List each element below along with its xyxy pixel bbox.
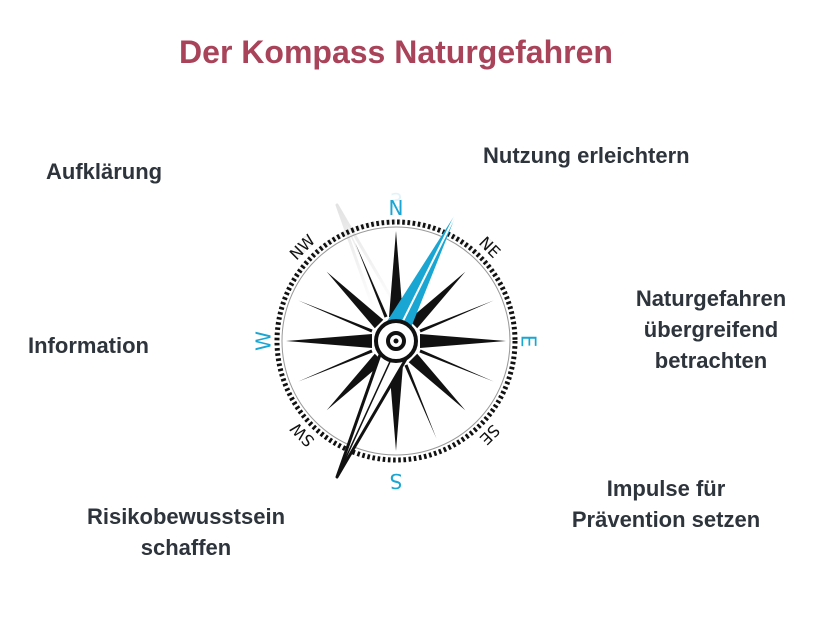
label-aufklaerung: Aufklärung xyxy=(46,159,163,184)
compass-n: N xyxy=(389,462,404,486)
compass-ray xyxy=(420,334,506,348)
compass-w: W xyxy=(252,331,276,351)
compass-ray xyxy=(408,271,466,329)
compass-rose-icon: N S E W NE SE SW NW xyxy=(252,196,541,491)
page-title: Der Kompass Naturgefahren xyxy=(179,34,613,70)
compass-ray xyxy=(419,300,494,333)
label-nutzung-erleichtern: Nutzung erleichtern xyxy=(483,143,690,168)
compass-needle xyxy=(335,209,459,479)
compass-ray xyxy=(389,231,403,317)
compass-ray xyxy=(355,243,388,318)
compass-ray xyxy=(419,349,494,382)
compass-e: E xyxy=(517,335,541,348)
compass-w: W xyxy=(252,331,276,351)
needle-north xyxy=(384,210,458,335)
label-line: Prävention setzen xyxy=(571,507,761,532)
compass-ray xyxy=(404,364,437,439)
compass-ray xyxy=(298,300,373,333)
label-line: betrachten xyxy=(654,348,768,373)
needle-north xyxy=(384,347,458,472)
label-impulse-praevention: Impulse für Prävention setzen xyxy=(546,473,786,535)
label-naturgefahren-uebergreifend: Naturgefahren übergreifend betrachten xyxy=(610,283,812,376)
compass-ray xyxy=(298,349,373,382)
compass-s: S xyxy=(390,191,403,213)
compass-ray xyxy=(389,365,403,451)
compass-ray xyxy=(286,334,372,348)
label-information: Information xyxy=(28,333,149,358)
label-line: schaffen xyxy=(140,535,232,560)
compass-n: N xyxy=(389,196,404,220)
label-risikobewusstsein: Risikobewusstsein schaffen xyxy=(56,501,316,563)
label-line: Impulse für xyxy=(606,476,726,501)
compass-nw: NW xyxy=(286,231,319,264)
compass-e: E xyxy=(517,335,541,348)
compass-sw: SW xyxy=(286,419,318,451)
compass-ray xyxy=(326,271,384,329)
label-line: Naturgefahren xyxy=(635,286,787,311)
compass-dotted-ring xyxy=(274,219,518,463)
compass-inner-ring xyxy=(281,226,511,456)
label-line: übergreifend xyxy=(643,317,779,342)
compass-se: SE xyxy=(476,421,504,449)
compass-ray xyxy=(326,353,384,411)
label-line: Risikobewusstsein xyxy=(86,504,286,529)
compass-s: S xyxy=(390,469,403,491)
compass-ne: NE xyxy=(475,233,504,262)
compass-ray xyxy=(408,353,466,411)
